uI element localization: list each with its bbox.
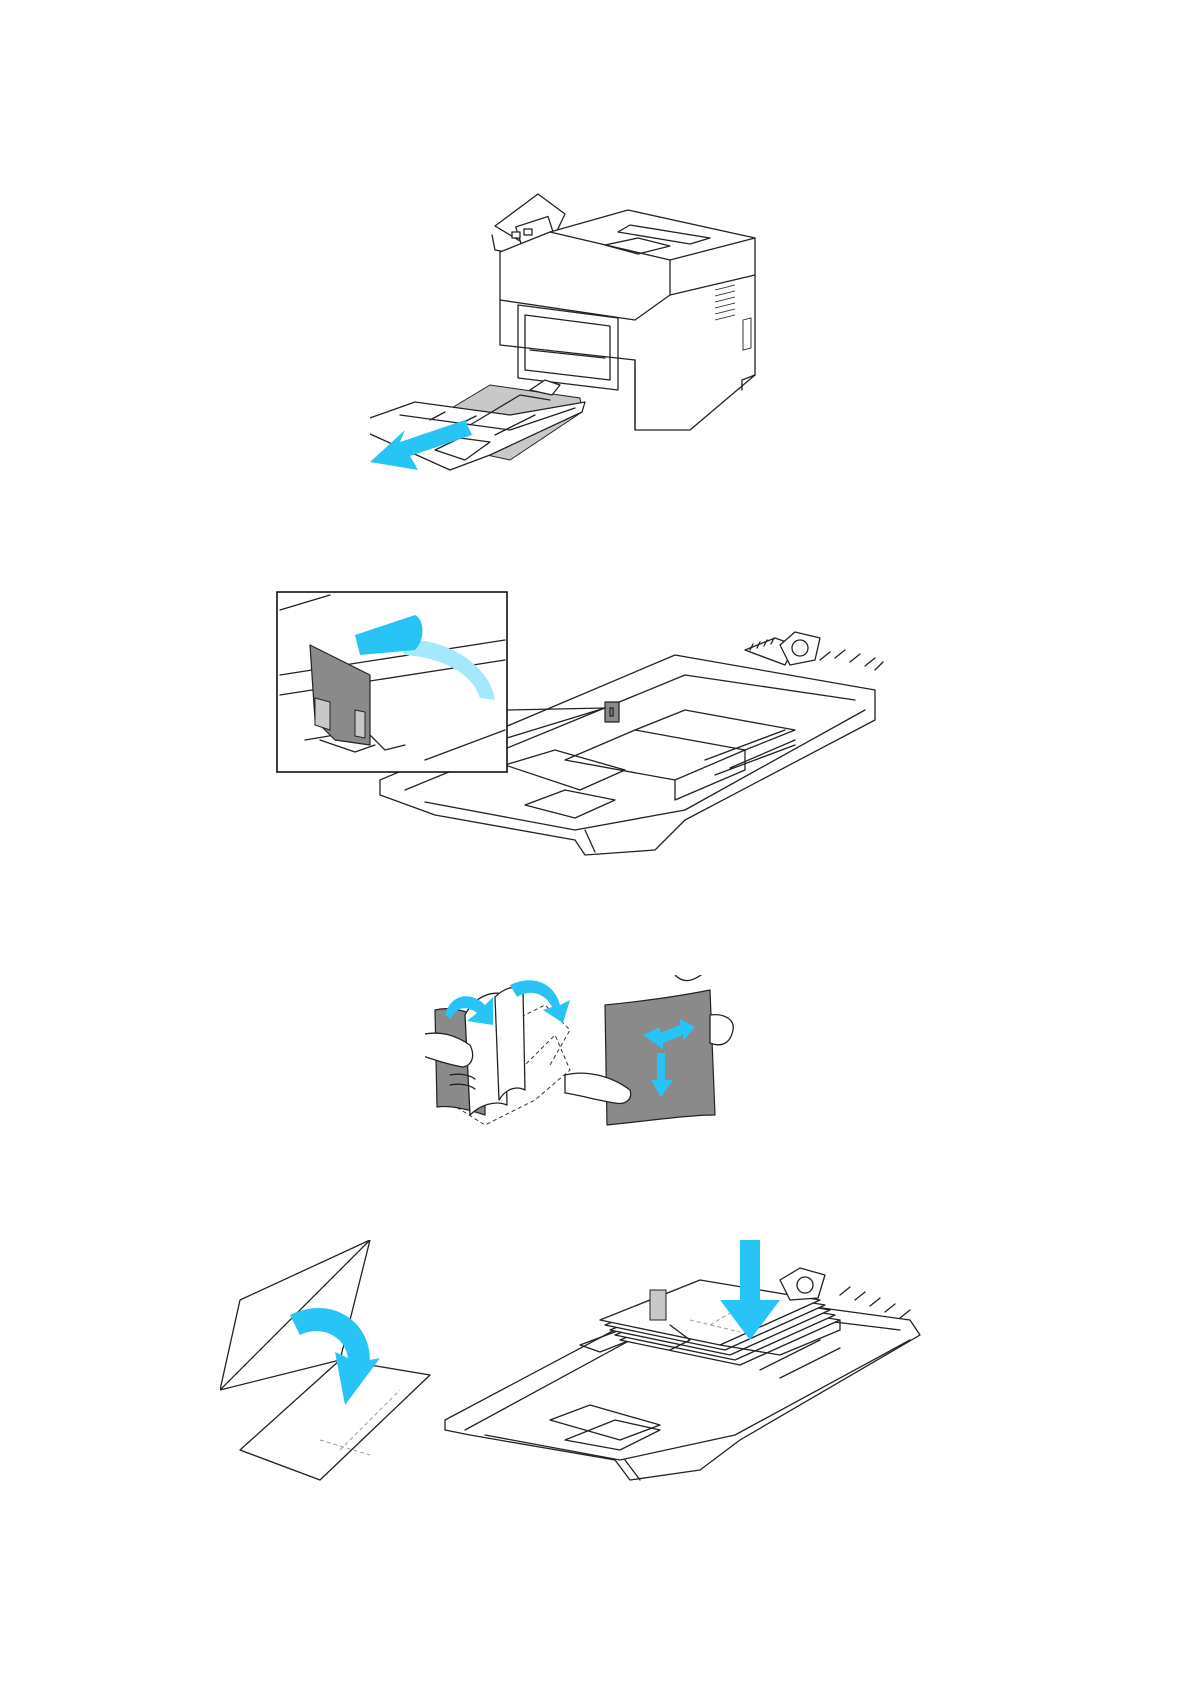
printer-tray-svg xyxy=(370,180,830,510)
flex-stack-left xyxy=(425,980,570,1125)
printer-tray-illustration xyxy=(370,180,830,510)
fan-paper-svg xyxy=(425,975,775,1140)
tray-stop-illustration xyxy=(275,590,925,880)
envelope-tray xyxy=(445,1240,920,1480)
tray-stop-svg xyxy=(275,590,925,880)
load-envelopes-illustration xyxy=(220,1240,990,1540)
fan-paper-illustration xyxy=(425,975,775,1140)
load-envelopes-svg xyxy=(220,1240,990,1540)
align-stack-right xyxy=(565,975,733,1125)
envelope xyxy=(220,1240,430,1480)
